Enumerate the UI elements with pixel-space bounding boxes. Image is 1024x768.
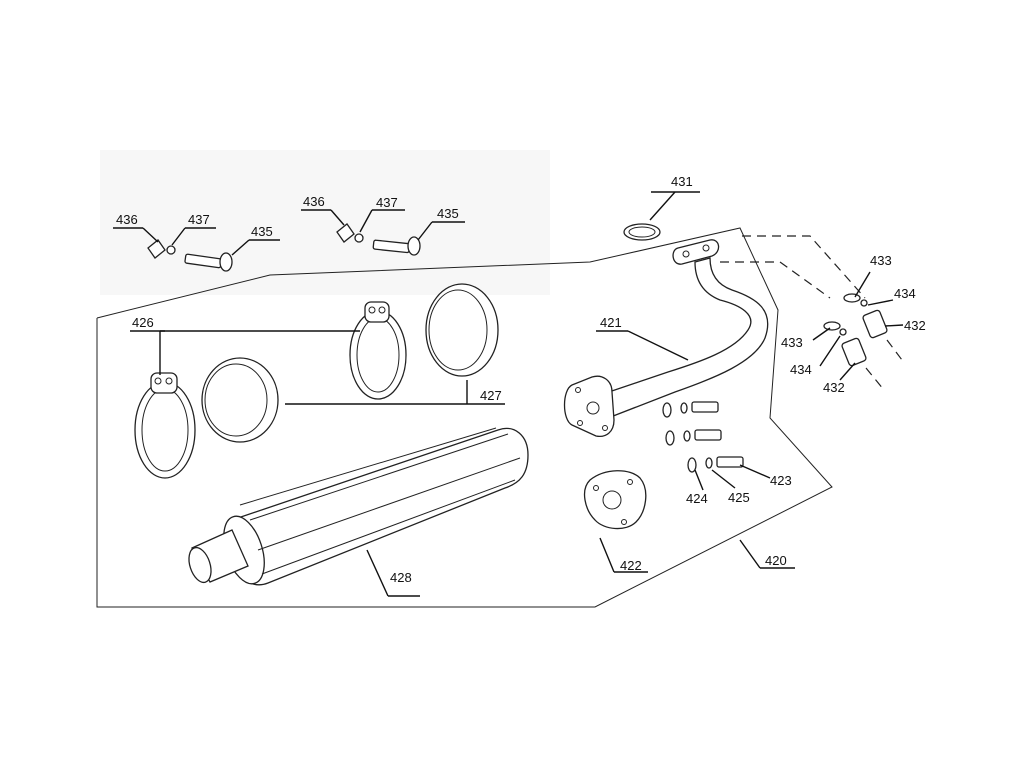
label-431: 431 <box>671 174 693 189</box>
assembly-outline <box>96 227 833 608</box>
label-426: 426 <box>132 315 154 330</box>
leader-lines <box>113 191 904 597</box>
label-425: 425 <box>728 490 750 505</box>
label-433-upper: 433 <box>870 253 892 268</box>
label-437-left: 437 <box>188 212 210 227</box>
gasket-part-431 <box>623 223 661 241</box>
label-428: 428 <box>390 570 412 585</box>
bolt-set-left <box>147 239 233 272</box>
muffler-part <box>188 427 529 586</box>
ring-part-upper <box>425 283 499 377</box>
label-421: 421 <box>600 315 622 330</box>
label-434-upper: 434 <box>894 286 916 301</box>
bolt-set-right <box>336 223 421 256</box>
exhaust-pipe-part <box>563 239 769 438</box>
scan-artifact <box>100 150 550 295</box>
label-424: 424 <box>686 491 708 506</box>
bolt-set-423 <box>662 401 744 473</box>
label-420: 420 <box>765 553 787 568</box>
label-427: 427 <box>480 388 502 403</box>
label-422: 422 <box>620 558 642 573</box>
label-432-upper: 432 <box>904 318 926 333</box>
label-436-right: 436 <box>303 194 325 209</box>
label-435-left: 435 <box>251 224 273 239</box>
label-423: 423 <box>770 473 792 488</box>
label-437-right: 437 <box>376 195 398 210</box>
label-435-right: 435 <box>437 206 459 221</box>
ring-part-lower <box>201 357 279 443</box>
label-436-left: 436 <box>116 212 138 227</box>
gasket-part-422 <box>583 470 647 530</box>
clamp-part-upper <box>349 301 407 400</box>
label-433-lower: 433 <box>781 335 803 350</box>
label-434-lower: 434 <box>790 362 812 377</box>
rubber-mount-set <box>720 235 903 391</box>
part-labels: 431 436 437 435 436 437 435 426 427 421 … <box>116 174 926 585</box>
label-432-lower: 432 <box>823 380 845 395</box>
clamp-part-lower <box>134 372 196 479</box>
